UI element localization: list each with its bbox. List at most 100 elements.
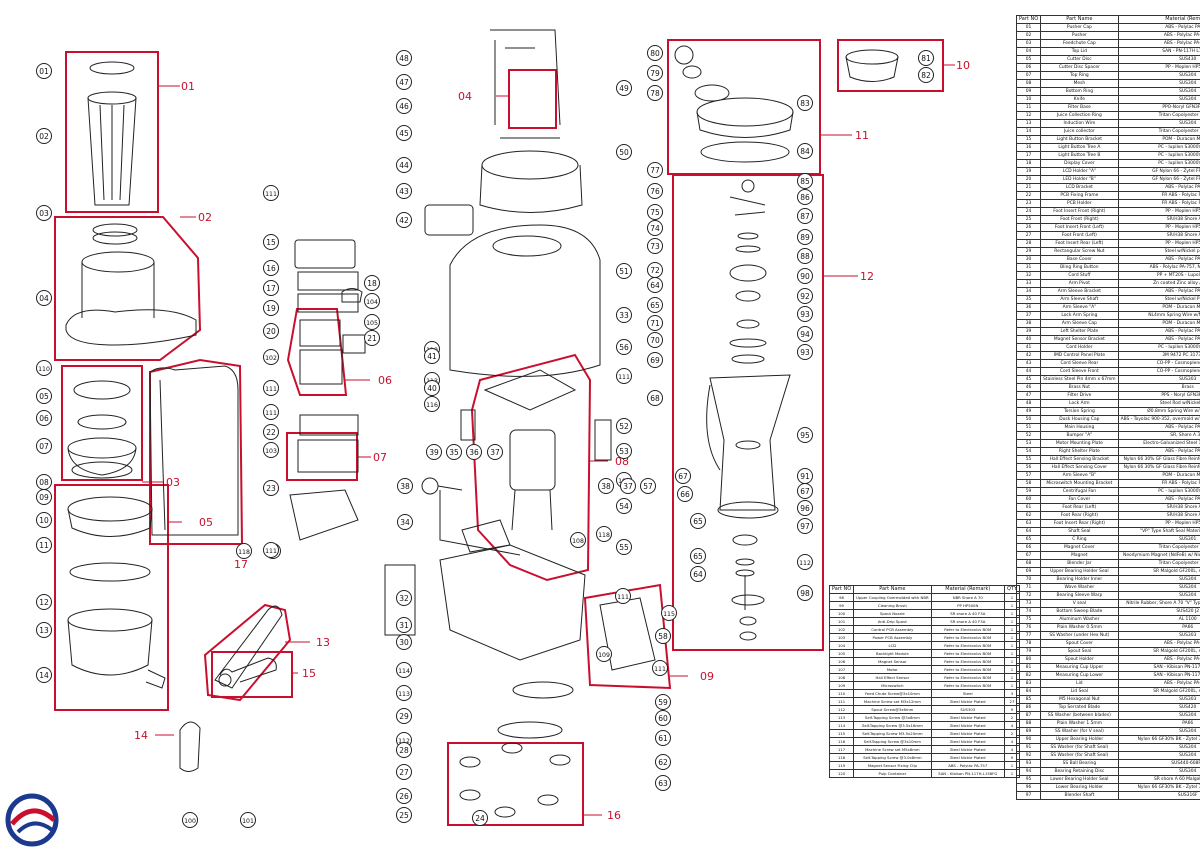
parts-table-cell: SR, Shore A 35° [1117,431,1200,440]
group-04-box [508,69,557,129]
hardware-table-cell: Refer to Electronics BOM [930,681,1005,690]
parts-table-cell: 21 [1015,183,1042,192]
parts-table-cell: SUS304 [1117,575,1200,584]
parts-table-cell: Main Housing [1040,423,1119,432]
group-label-12: 12 [860,270,874,283]
parts-table-cell: ABS - Polylac PA-757F [1117,39,1200,48]
callout-number: 93 [800,310,810,319]
callout-number: 37 [490,448,500,457]
parts-table-cell: Cord Sleeve Front [1040,367,1119,376]
callout-circle [797,306,813,322]
hardware-table-header-cell: Material (Remark) [930,585,1005,594]
callout-number: 71 [650,319,660,328]
callout-number: 33 [619,311,629,320]
parts-table-cell: NL4mm Spring Wire w/Nickel plated [1117,311,1200,320]
group-01-box [65,51,159,213]
hardware-table-cell: 4 [1003,721,1021,730]
callout-circle [797,344,813,360]
callout-number: 38 [400,482,410,491]
parts-table-cell: 61 [1015,503,1042,512]
parts-table-cell: SS Washer (for Shaft Seal) [1040,751,1119,760]
callout-number: 101 [242,818,254,825]
callout-circle [616,368,632,384]
callout-number: 24 [475,814,485,823]
parts-table-cell: Torsion Spring [1040,407,1119,416]
parts-table-cell: PCB Fixing Frame [1040,191,1119,200]
callout-circle [364,330,380,346]
hardware-table-cell: 1 [1003,649,1021,658]
parts-table-cell: 36 [1015,303,1042,312]
parts-table-cell: Foot Insert Rear (Left) [1040,239,1119,248]
callout-circle [36,290,52,306]
parts-table-cell: Centrifugal Fan [1040,487,1119,496]
parts-table-cell: 12 [1015,111,1042,120]
parts-table-cell: Fan Cover [1040,495,1119,504]
callout-number: 96 [800,504,810,513]
callout-number: 111 [654,666,666,673]
parts-table-cell: ABS - Polylac PA-757F [1117,31,1200,40]
callout-number: 42 [399,216,409,225]
callout-number: 14 [39,671,49,680]
callout-circle [397,478,413,494]
parts-table-cell: 85 [1015,695,1042,704]
callout-circle [263,234,279,250]
parts-table-cell: 32 [1015,271,1042,280]
callout-number: 18 [367,279,377,288]
parts-table-cell: 93 [1015,759,1042,768]
callout-number: 26 [399,792,409,801]
parts-table-cell: Zn coated Zinc alloy / Ni-plated [1117,279,1200,288]
parts-table-cell: Base Cover [1040,255,1119,264]
callout-circle [655,775,671,791]
parts-table-cell: Right Shelter Plate [1040,447,1119,456]
callout-number: 58 [658,632,668,641]
callout-circle [647,352,663,368]
group-17-box [149,358,244,545]
callout-circle [675,468,691,484]
parts-table-cell: 83 [1015,679,1042,688]
callout-circle [36,63,52,79]
parts-table-cell: 29 [1015,247,1042,256]
callout-circle [598,478,614,494]
parts-table-cell: Foot Insert Front (Right) [1040,207,1119,216]
parts-table-cell: 72 [1015,591,1042,600]
group-label-16: 16 [607,809,621,822]
callout-circle [690,566,706,582]
parts-table-cell: SS Washer (for Shaft Seal) [1040,743,1119,752]
parts-table-cell: Measuring Cup Upper [1040,663,1119,672]
parts-table-cell: PPS - Noryl GFN3F-7022 [1117,391,1200,400]
parts-table-cell: SUS304 [1117,71,1200,80]
callout-number: 80 [650,49,660,58]
hardware-table-cell: 119 [828,761,855,770]
callout-number: 54 [619,502,629,511]
callout-circle [396,212,412,228]
parts-table-cell: Foot Insert Front (Left) [1040,223,1119,232]
hardware-table-cell: 106 [828,657,855,666]
callout-circle [797,500,813,516]
parts-table-cell: Spout Holder [1040,655,1119,664]
parts-table-cell: SUS420 [1117,703,1200,712]
parts-table-header-cell: Part Name [1040,15,1119,24]
callout-number: 75 [650,208,660,217]
parts-table-cell: FR ABS - Polylac PA-764 [1117,191,1200,200]
callout-circle [690,548,706,564]
hardware-table-cell: 1 [1003,681,1021,690]
parts-table-cell: POM - Duracon M90-44 [1117,319,1200,328]
group-label-17: 17 [234,558,248,571]
